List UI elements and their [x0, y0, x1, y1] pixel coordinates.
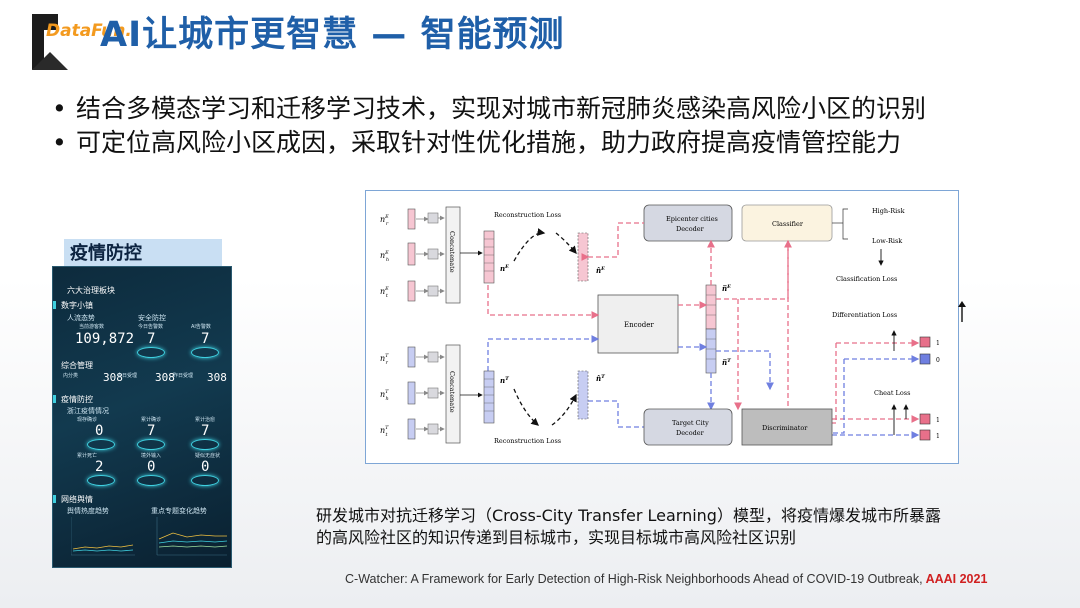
trend-charts — [71, 517, 228, 556]
logo-text: DataFun. — [46, 21, 132, 41]
output-square-pink — [919, 336, 931, 348]
svg-text:nEh: nEh — [380, 250, 389, 263]
reconstruction-loss-top: Reconstruction Loss — [494, 211, 561, 219]
svg-text:nT: nT — [500, 376, 510, 385]
svg-text:1: 1 — [936, 433, 940, 440]
visitor-count: 109,872 — [75, 331, 135, 347]
svg-text:nTh: nTh — [380, 389, 389, 402]
paper-reference: C-Watcher: A Framework for Early Detecti… — [345, 572, 988, 586]
figure-caption: 研发城市对抗迁移学习（Cross-City Transfer Learning）… — [316, 506, 941, 547]
conference-badge: AAAI 2021 — [922, 572, 988, 586]
dashboard-header: 六大治理板块 — [67, 286, 115, 295]
svg-text:n̅T: n̅T — [722, 358, 732, 367]
svg-text:Classifier: Classifier — [772, 220, 804, 228]
shared-embedding-epicenter: n̅E — [705, 284, 731, 330]
target-decoder-block — [643, 408, 733, 446]
svg-text:Decoder: Decoder — [676, 429, 705, 437]
bullet-item: •可定位高风险小区成因，采取针对性优化措施，助力政府提高疫情管控能力 — [52, 128, 902, 157]
svg-text:Decoder: Decoder — [676, 225, 705, 233]
concatenate-label-top: Concatenate — [448, 231, 456, 273]
svg-text:nEr: nEr — [380, 214, 389, 227]
section-digital-town: 数字小镇 — [61, 301, 93, 310]
high-risk-label: High-Risk — [872, 207, 905, 215]
dashboard-label: 疫情防控 — [64, 239, 222, 269]
classification-loss-label: Classification Loss — [836, 275, 897, 283]
differentiation-loss-label: Differentiation Loss — [832, 311, 897, 319]
epicenter-decoder-block — [643, 204, 733, 242]
cheat-loss-label: Cheat Loss — [874, 389, 910, 397]
bullet-list: •结合多模态学习和迁移学习技术，实现对城市新冠肺炎感染高风险小区的识别 •可定位… — [52, 92, 926, 160]
svg-text:n̂E: n̂E — [596, 266, 605, 275]
output-square-blue — [919, 353, 931, 365]
page-title: AI让城市更智慧 — 智能预测 — [100, 15, 565, 55]
svg-text:nTr: nTr — [380, 353, 389, 366]
concatenate-block-bottom — [445, 344, 461, 444]
datafun-logo: DataFun. — [32, 14, 132, 70]
target-embedding: nT — [483, 370, 510, 424]
up-arrow-icon — [958, 301, 966, 322]
concatenate-block-top — [445, 206, 461, 304]
bullet-item: •结合多模态学习和迁移学习技术，实现对城市新冠肺炎感染高风险小区的识别 — [52, 94, 927, 123]
dashboard-screenshot: 六大治理板块 数字小镇 人流态势 安全防控 当前游客数 今日告警数 AI告警数 … — [52, 266, 232, 568]
section-epidemic: 疫情防控 — [61, 395, 93, 404]
reconstruction-loss-bottom: Reconstruction Loss — [494, 437, 561, 445]
svg-text:nTt: nTt — [380, 425, 389, 438]
svg-text:Target City: Target City — [672, 419, 709, 427]
concatenate-label-bottom: Concatenate — [448, 371, 456, 413]
svg-text:Epicenter cities: Epicenter cities — [666, 215, 718, 223]
encoder-block — [597, 294, 679, 354]
svg-text:nE: nE — [500, 264, 509, 273]
epicenter-embedding: nE — [483, 230, 509, 284]
svg-text:n̅E: n̅E — [722, 284, 731, 293]
svg-text:nEt: nEt — [380, 286, 389, 299]
svg-text:Discriminator: Discriminator — [762, 424, 808, 432]
svg-text:1: 1 — [936, 417, 940, 424]
svg-text:1: 1 — [936, 340, 940, 347]
section-network: 网络舆情 — [61, 495, 93, 504]
svg-text:n̂T: n̂T — [596, 374, 606, 383]
encoder-label: Encoder — [624, 321, 654, 329]
discriminator-block — [741, 408, 833, 446]
low-risk-label: Low-Risk — [872, 237, 902, 245]
svg-text:0: 0 — [936, 357, 940, 364]
